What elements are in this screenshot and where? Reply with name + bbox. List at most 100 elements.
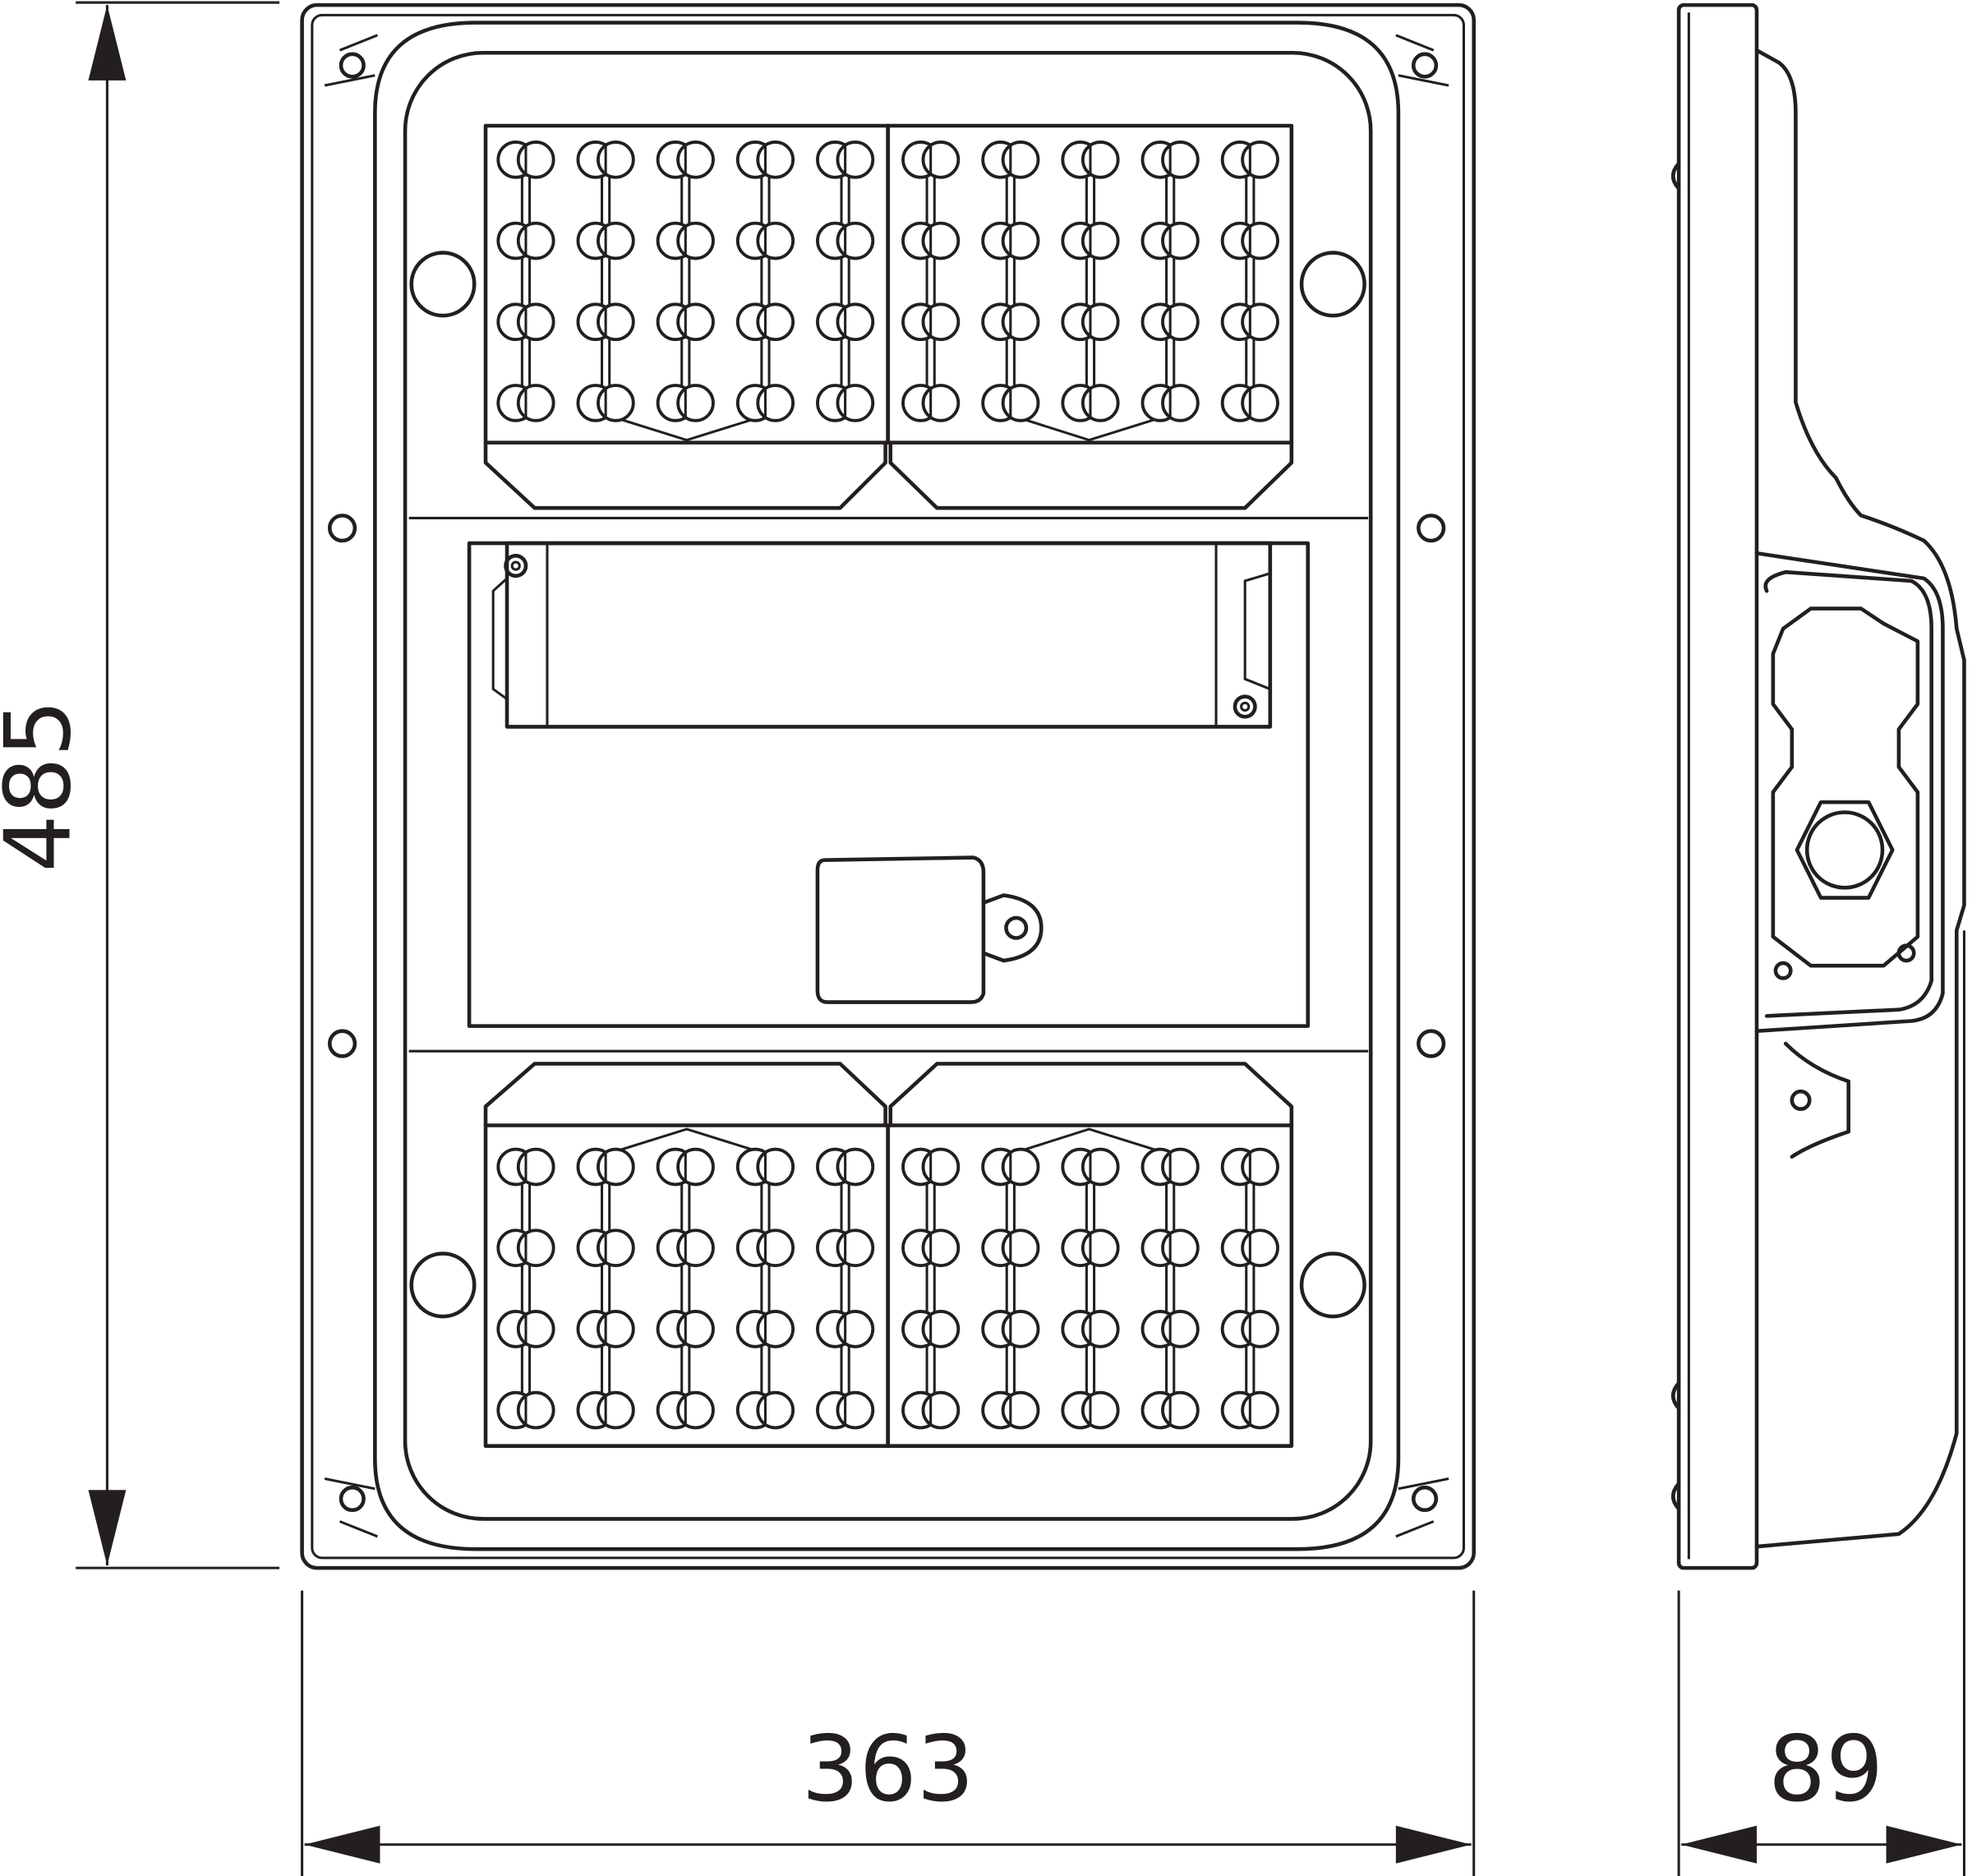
screw-hole xyxy=(1896,943,1916,963)
led-driver xyxy=(505,541,1273,729)
mounting-hole xyxy=(409,1251,477,1319)
led-icon xyxy=(656,302,715,342)
driver-compartment xyxy=(467,541,1311,1028)
width-dimension: 363 xyxy=(301,1590,1476,1876)
side-clips xyxy=(1670,161,1681,1511)
led-icon xyxy=(1220,1228,1279,1268)
side-view xyxy=(1670,2,1966,1570)
led-icon xyxy=(1061,140,1120,179)
led-icon xyxy=(1220,1390,1279,1430)
led-icon xyxy=(656,384,715,422)
led-icon xyxy=(576,1390,635,1430)
led-icon xyxy=(735,302,795,342)
screw-center xyxy=(1240,701,1251,712)
width-label: 363 xyxy=(802,1717,974,1822)
led-icon xyxy=(1061,1228,1120,1268)
gear-tray xyxy=(467,541,1311,1028)
corner-hole xyxy=(1411,1485,1439,1513)
led-icon xyxy=(496,140,555,179)
led-icon xyxy=(1061,221,1120,260)
screw-icon xyxy=(504,554,528,578)
corner-hole xyxy=(339,52,366,79)
led-icon xyxy=(816,140,875,179)
led-icon xyxy=(1061,1310,1120,1348)
led-icon xyxy=(496,1390,555,1430)
screw-center xyxy=(510,560,521,571)
arrow-right-icon xyxy=(1886,1825,1962,1864)
arrow-up-icon xyxy=(88,5,127,81)
led-icon xyxy=(576,1228,635,1268)
led-icon xyxy=(1220,384,1279,422)
led-icon xyxy=(656,140,715,179)
led-icon xyxy=(901,384,961,422)
led-icon xyxy=(981,1390,1040,1430)
led-icon xyxy=(981,384,1040,422)
lens-bezel xyxy=(483,440,887,510)
mounting-hole xyxy=(409,251,477,318)
led-icon xyxy=(1220,302,1279,342)
led-icon xyxy=(576,1310,635,1348)
led-icon xyxy=(735,221,795,260)
led-icon xyxy=(496,1228,555,1268)
led-icon xyxy=(816,1310,875,1348)
led-icon xyxy=(901,221,961,260)
led-icon xyxy=(816,1147,875,1187)
connector-block xyxy=(815,855,986,1004)
led-icon xyxy=(901,1390,961,1430)
led-icon xyxy=(735,1390,795,1430)
led-icon xyxy=(1140,384,1200,422)
screw-icon xyxy=(1232,694,1257,719)
led-icon xyxy=(981,1228,1040,1268)
led-icon xyxy=(496,302,555,342)
led-icon xyxy=(1061,302,1120,342)
led-icon xyxy=(735,384,795,422)
arrow-down-icon xyxy=(88,1490,127,1566)
corner-ribs xyxy=(324,34,1449,1538)
led-module-top-right xyxy=(886,123,1294,445)
corner-hole xyxy=(339,1485,366,1513)
screw-hole xyxy=(1790,1089,1812,1111)
depth-label: 89 xyxy=(1768,1717,1883,1822)
arrow-left-icon xyxy=(304,1825,380,1864)
led-icon xyxy=(901,1147,961,1187)
led-icon xyxy=(981,140,1040,179)
gear-housing-side xyxy=(1754,551,1945,1034)
led-icon xyxy=(735,140,795,179)
screw-icon xyxy=(1004,915,1029,940)
led-icon xyxy=(576,384,635,422)
led-icon xyxy=(496,221,555,260)
led-icon xyxy=(1140,1390,1200,1430)
screw-hole xyxy=(327,1029,357,1058)
bracket xyxy=(1783,1041,1850,1159)
lens-bezel xyxy=(483,1062,887,1127)
led-icon xyxy=(901,1228,961,1268)
height-dimension: 485 xyxy=(0,1,280,1569)
cable-gland-cover xyxy=(1771,606,1920,968)
led-icon xyxy=(496,1310,555,1348)
led-icon xyxy=(576,221,635,260)
connector-tab xyxy=(981,893,1044,963)
led-icon xyxy=(1061,1147,1120,1187)
led-icon xyxy=(901,302,961,342)
led-icon xyxy=(656,1310,715,1348)
housing-rim xyxy=(373,21,1401,1551)
led-icon xyxy=(816,1228,875,1268)
arrow-left-icon xyxy=(1681,1825,1757,1864)
led-icon xyxy=(576,302,635,342)
led-icon xyxy=(735,1147,795,1187)
led-icon xyxy=(576,1147,635,1187)
led-icon xyxy=(496,1147,555,1187)
led-icon xyxy=(1220,221,1279,260)
outer-frame xyxy=(300,2,1476,1570)
led-icon xyxy=(1220,1147,1279,1187)
side-profile xyxy=(1754,48,1966,1549)
led-icon xyxy=(656,1147,715,1187)
led-icon xyxy=(901,1310,961,1348)
cable-gland xyxy=(1804,810,1885,890)
lens-bezel xyxy=(888,440,1294,510)
screw-hole xyxy=(1417,1029,1446,1058)
outer-frame-inner xyxy=(311,13,1465,1560)
screw-hole xyxy=(1417,514,1446,543)
led-icon xyxy=(816,221,875,260)
